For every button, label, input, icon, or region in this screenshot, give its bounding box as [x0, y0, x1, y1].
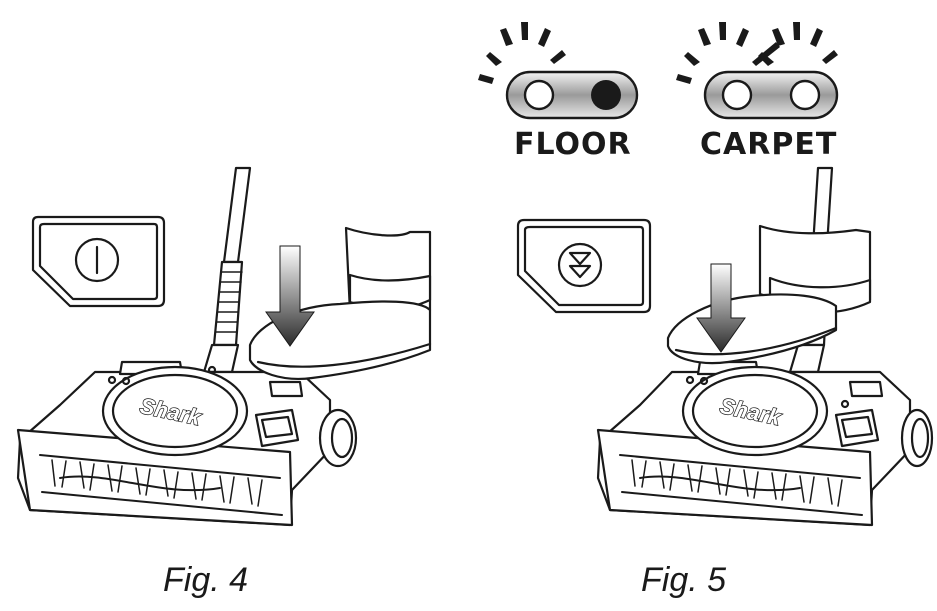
mode-button-callout: [516, 218, 652, 314]
carpet-label: CARPET: [700, 127, 837, 162]
vacuum-base: Shark: [16, 360, 358, 527]
vacuum-base: Shark: [596, 360, 934, 527]
indicator-light-on: [789, 79, 821, 111]
foot: [248, 226, 432, 380]
brushroll: [39, 454, 283, 516]
mode-toggle-icon: [557, 242, 603, 288]
figure-4: Shark: [16, 166, 432, 599]
figure-4-caption: Fig. 4: [163, 561, 248, 599]
floor-label: FLOOR: [514, 127, 632, 162]
indicator-light-on: [591, 80, 621, 110]
press-down-arrow: [696, 263, 746, 353]
floor-indicator: FLOOR: [478, 22, 639, 162]
light-rays-icon: [478, 22, 566, 84]
power-icon: [74, 237, 120, 283]
figure-5-caption: Fig. 5: [641, 561, 726, 599]
carpet-indicator: CARPET: [676, 22, 839, 162]
brushroll: [619, 454, 863, 516]
light-rays-icon: [676, 22, 838, 84]
indicator-light-on: [721, 79, 753, 111]
carpet-toggle-pill: [703, 70, 839, 120]
press-down-arrow: [265, 245, 315, 347]
foot: [666, 224, 872, 365]
power-button-callout: [31, 215, 166, 308]
figure-5: Shark: [516, 166, 934, 599]
indicator-light-off: [523, 79, 555, 111]
floor-toggle-pill: [505, 70, 639, 120]
vacuum-handle: [202, 166, 252, 374]
